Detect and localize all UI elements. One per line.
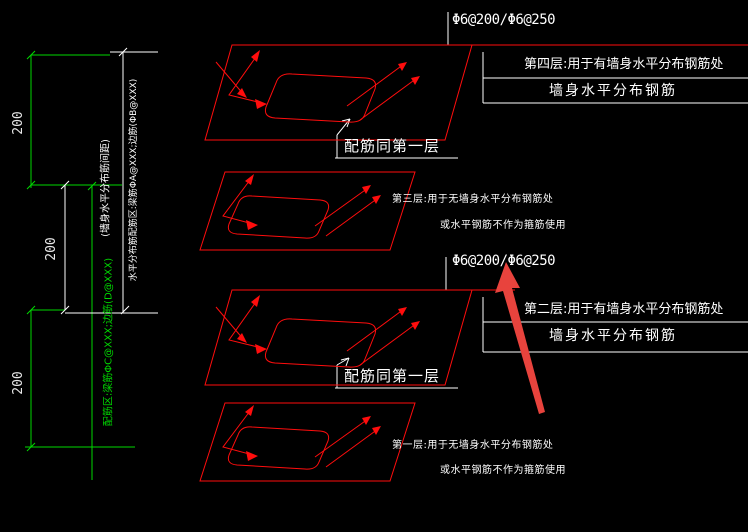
note-layer1-line1: 第一层:用于无墙身水平分布钢筋处 xyxy=(392,440,554,451)
note-block-layer4 xyxy=(482,52,748,104)
rebar-layer-2 xyxy=(204,289,515,386)
rebar-layer-4 xyxy=(204,44,748,141)
spec-label-top: Φ6@200/Φ6@250 xyxy=(452,12,556,28)
note-layer3-line1: 第三层:用于无墙身水平分布钢筋处 xyxy=(392,194,554,205)
note-layer2-line2: 墙身水平分布钢筋 xyxy=(549,328,677,344)
dimension-lines-white xyxy=(60,47,158,315)
rebar-arrowheads-layer2 xyxy=(237,295,420,354)
dimension-lines-green xyxy=(25,50,135,480)
vertical-note-horizontal-zone: 水平分布筋配筋区:梁筋ΦA@XXX;边筋(ΦB@XXX) xyxy=(129,78,140,282)
slab-outline-layer2 xyxy=(204,289,473,386)
note-layer3-line2: 或水平钢筋不作为箍筋使用 xyxy=(440,220,566,231)
label-leader-lower xyxy=(335,357,458,389)
slab-outline-layer3 xyxy=(199,171,416,251)
dimension-value-top: 200 xyxy=(10,111,26,135)
vertical-note-green-zone: 配筋区:梁筋ΦC@XXX;边筋(D@XXX) xyxy=(103,257,115,427)
rebar-layer-3 xyxy=(199,171,416,251)
spec-label-middle: Φ6@200/Φ6@250 xyxy=(452,253,556,269)
rebar-arrowheads-layer1 xyxy=(245,405,381,461)
dimension-value-middle: 200 xyxy=(43,237,59,261)
note-layer1-line2: 或水平钢筋不作为箍筋使用 xyxy=(440,465,566,476)
vertical-note-wall-spacing: (墙身水平分布筋间距) xyxy=(100,139,112,237)
note-layer2-line1: 第二层:用于有墙身水平分布钢筋处 xyxy=(524,302,724,317)
pointer-arrow xyxy=(495,262,545,414)
same-as-first-label-upper: 配筋同第一层 xyxy=(344,137,441,155)
rebar-loop-layer1 xyxy=(227,426,330,470)
slab-outline-layer1 xyxy=(199,402,416,482)
rebar-loop-layer4 xyxy=(264,73,377,123)
rebar-arrowheads-layer3 xyxy=(245,174,381,230)
annotation-lines xyxy=(335,12,748,389)
rebar-layer-1 xyxy=(199,402,416,482)
slab-outline-layer4 xyxy=(204,44,473,141)
rebar-loop-layer3 xyxy=(227,195,330,239)
rebar-arrowheads-layer4 xyxy=(237,50,420,109)
leader-arrow-upper xyxy=(341,118,351,128)
rebar-loop-layer2 xyxy=(264,318,377,368)
dimension-value-bottom: 200 xyxy=(10,371,26,395)
same-as-first-label-lower: 配筋同第一层 xyxy=(344,367,441,385)
note-layer4-line1: 第四层:用于有墙身水平分布钢筋处 xyxy=(524,57,724,72)
leader-arrow-lower xyxy=(340,357,350,367)
note-layer4-line2: 墙身水平分布钢筋 xyxy=(549,83,677,99)
